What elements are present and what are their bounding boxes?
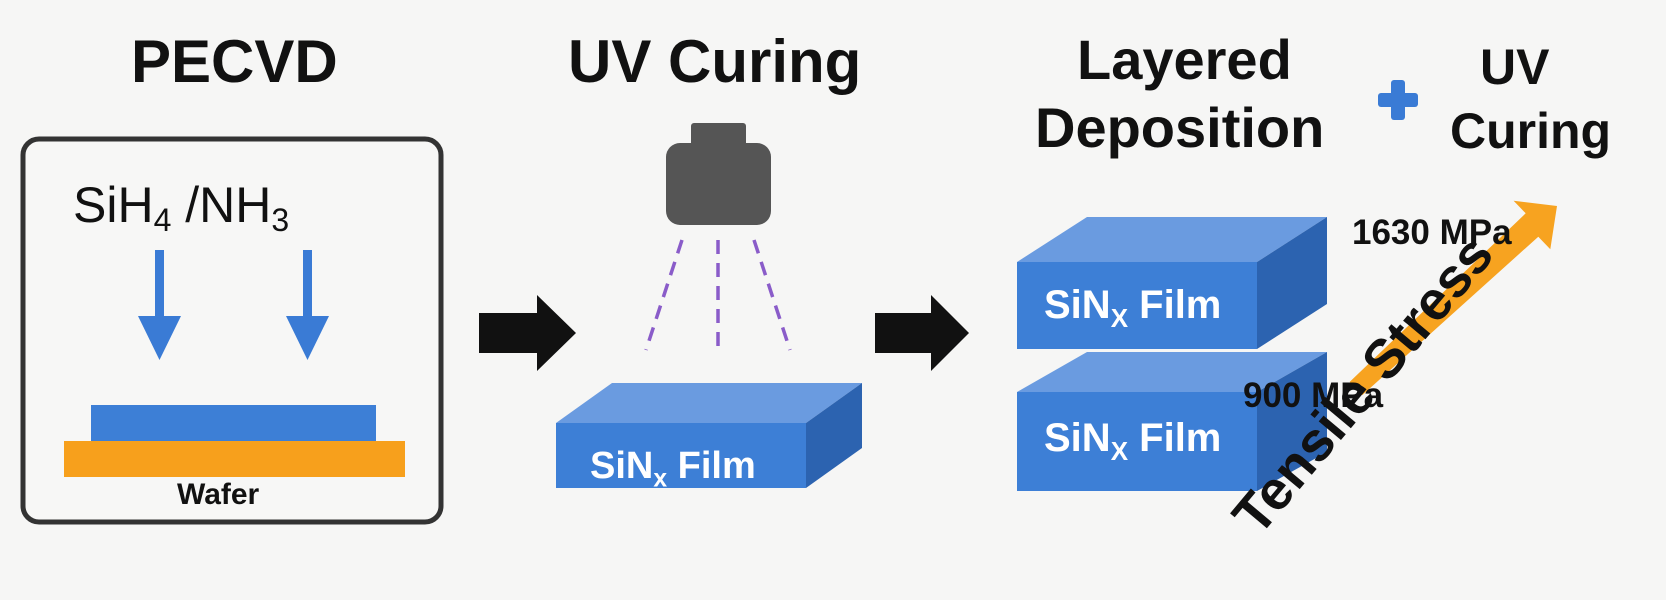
pecvd-title: PECVD	[131, 28, 338, 95]
uv-curing-title-2-line1: UV	[1480, 39, 1550, 95]
uv-film-label: SiNx Film	[590, 447, 756, 492]
layered-title-line1: Layered	[1077, 28, 1292, 91]
down-arrow-icon	[286, 250, 329, 360]
plus-icon	[1378, 80, 1418, 120]
deposited-film	[91, 405, 376, 441]
right-arrow-icon	[479, 295, 576, 371]
film-tail: Film	[667, 445, 756, 487]
gas-label: SiH4 /NH3	[73, 180, 289, 236]
gas-nh-subscript: 3	[271, 202, 290, 238]
wafer	[64, 441, 405, 477]
film-sub: x	[653, 465, 668, 493]
film-bottom-sub: X	[1110, 436, 1129, 467]
film-bottom-label: SiNX Film	[1044, 418, 1221, 464]
stress-high-label: 1630 MPa	[1352, 213, 1512, 252]
layered-title-line2: Deposition	[1035, 96, 1325, 159]
film-bottom-tail: Film	[1128, 416, 1222, 460]
film-block-top	[1017, 217, 1327, 349]
down-arrow-icon	[138, 250, 181, 360]
uv-curing-title-2-line2: Curing	[1450, 103, 1612, 159]
gas-separator: /NH	[171, 177, 272, 233]
stress-low-label: 900 MPa	[1243, 376, 1384, 415]
uv-lamp-icon	[666, 123, 771, 225]
stress-arrow-icon	[1349, 200, 1557, 396]
gas-si: SiH	[73, 177, 154, 233]
film-block-bottom	[1017, 352, 1327, 491]
film-top-tail: Film	[1128, 283, 1222, 327]
film-bottom-main: SiN	[1044, 416, 1111, 460]
uv-film-block	[556, 383, 862, 488]
uv-rays	[644, 239, 792, 351]
right-arrow-icon	[875, 295, 969, 371]
film-main: SiN	[590, 445, 654, 487]
film-top-main: SiN	[1044, 283, 1111, 327]
film-top-sub: X	[1110, 303, 1129, 334]
uv-curing-title: UV Curing	[568, 28, 862, 95]
film-top-label: SiNX Film	[1044, 285, 1221, 331]
wafer-label: Wafer	[177, 478, 260, 511]
gas-si-subscript: 4	[153, 202, 172, 238]
